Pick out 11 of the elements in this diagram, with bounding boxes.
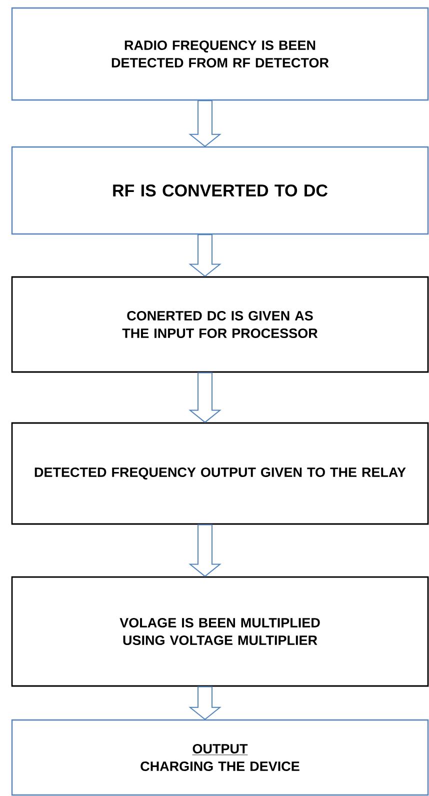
block-arrow — [188, 524, 222, 577]
block-arrow — [188, 686, 222, 720]
process-box: RF IS CONVERTED TO DC — [11, 146, 429, 235]
process-box: CONERTED DC IS GIVEN AS THE INPUT FOR PROCESSOR — [11, 276, 429, 373]
process-box: VOLAGE IS BEEN MULTIPLIED USING VOLTAGE MULTIPLIER — [11, 576, 429, 687]
process-box: RADIO FREQUENCY IS BEEN DETECTED FROM RF DETECTOR — [11, 7, 429, 101]
process-box: DETECTED FREQUENCY OUTPUT GIVEN TO THE RELAY — [11, 422, 429, 525]
block-arrow — [188, 372, 222, 423]
block-arrow — [188, 234, 222, 277]
block-arrow — [188, 100, 222, 148]
output-box: OUTPUT CHARGING THE DEVICE — [11, 719, 429, 796]
